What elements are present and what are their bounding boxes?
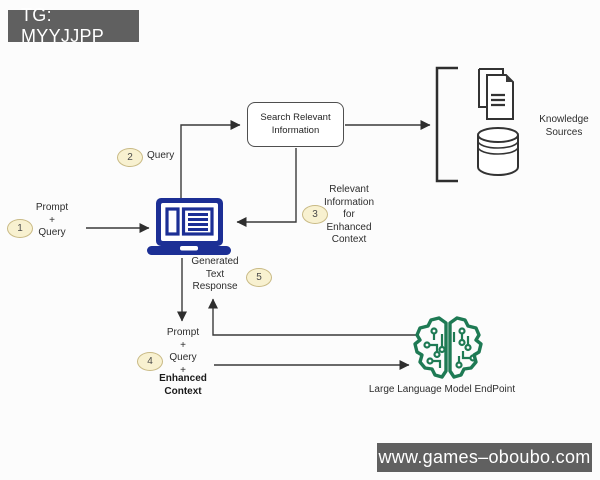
label-enhanced-context: Enhanced Context [159,373,207,397]
tag-banner-label: TG: MYYJJPP [21,5,105,46]
label-llm-endpoint: Large Language Model EndPoint [368,384,516,395]
arrow-laptop-to-search [180,120,241,198]
tag-banner: TG: MYYJJPP [8,5,139,46]
label-knowledge-sources: Knowledge Sources [539,114,589,138]
step-badge-4: 4 [137,352,163,371]
documents-icon [478,68,514,120]
laptop-icon [147,198,231,255]
search-relevant-information-box: Search Relevant Information [247,102,344,147]
label-relevant-information: Relevant Information for Enhanced Contex… [323,184,375,245]
step-badge-5: 5 [246,268,272,287]
label-prompt-query-plus: Prompt + Query + [166,327,200,376]
knowledge-sources-bracket [435,66,458,183]
label-generated-text-response: Generated Text Response [191,256,239,292]
arrow-search-to-laptop [236,148,297,227]
step-badge-1: 1 [7,219,33,238]
arrow-llm-to-response [208,298,419,336]
database-icon [477,127,519,176]
step-badge-2: 2 [117,148,143,167]
label-prompt-query: Prompt + Query [35,202,69,238]
step-badge-3: 3 [302,205,328,224]
label-query: Query [147,150,175,161]
brain-circuit-icon [413,316,483,379]
watermark-url: www.games–oboubo.com [378,447,591,467]
watermark-banner: www.games–oboubo.com [377,443,592,472]
